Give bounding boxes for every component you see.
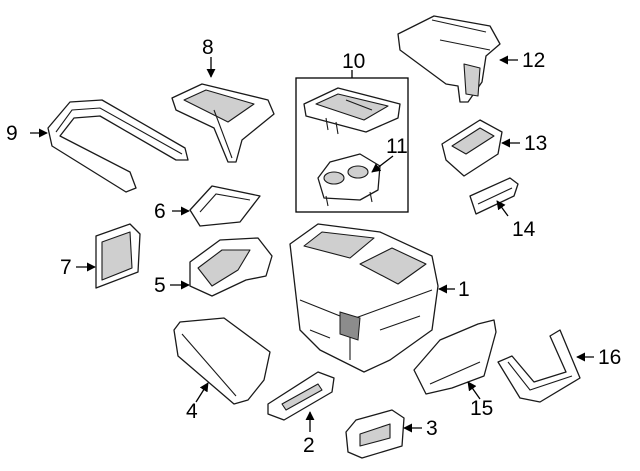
callout-12: 12 [522, 49, 545, 72]
part-7-side-panel [95, 223, 141, 289]
part-14-bracket [469, 177, 519, 215]
callout-6: 6 [154, 200, 166, 223]
callout-4: 4 [186, 400, 198, 423]
part-9-trim-bezel [47, 99, 189, 193]
callout-16: 16 [598, 346, 621, 369]
callout-14: 14 [512, 218, 536, 241]
callout-13: 13 [524, 132, 547, 155]
callout-15: 15 [470, 397, 493, 420]
part-11-cup-holder-insert [317, 153, 381, 207]
part-16-brace [497, 329, 581, 403]
part-8-storage-tray [171, 83, 275, 163]
part-4-side-trim [173, 317, 271, 405]
callout-2: 2 [303, 434, 315, 457]
part-12-armrest-lid [397, 15, 501, 103]
callout-9: 9 [6, 122, 18, 145]
callout-1: 1 [458, 278, 470, 301]
part-15-right-side-panel [413, 319, 497, 395]
callout-5: 5 [154, 274, 166, 297]
callout-3: 3 [426, 417, 438, 440]
callout-8: 8 [202, 36, 214, 59]
part-2-small-bracket [267, 371, 335, 421]
callout-7: 7 [60, 256, 72, 279]
part-5-console-bin [189, 237, 273, 297]
callout-10: 10 [342, 50, 365, 73]
part-10-cup-holder-lid [303, 87, 401, 135]
part-3-clip-bracket [345, 409, 405, 459]
callout-11: 11 [386, 135, 408, 158]
part-6-tray-mat [189, 185, 261, 227]
leader-lines [30, 55, 594, 433]
part-1-console-body [289, 223, 439, 373]
part-13-bin [441, 119, 503, 177]
